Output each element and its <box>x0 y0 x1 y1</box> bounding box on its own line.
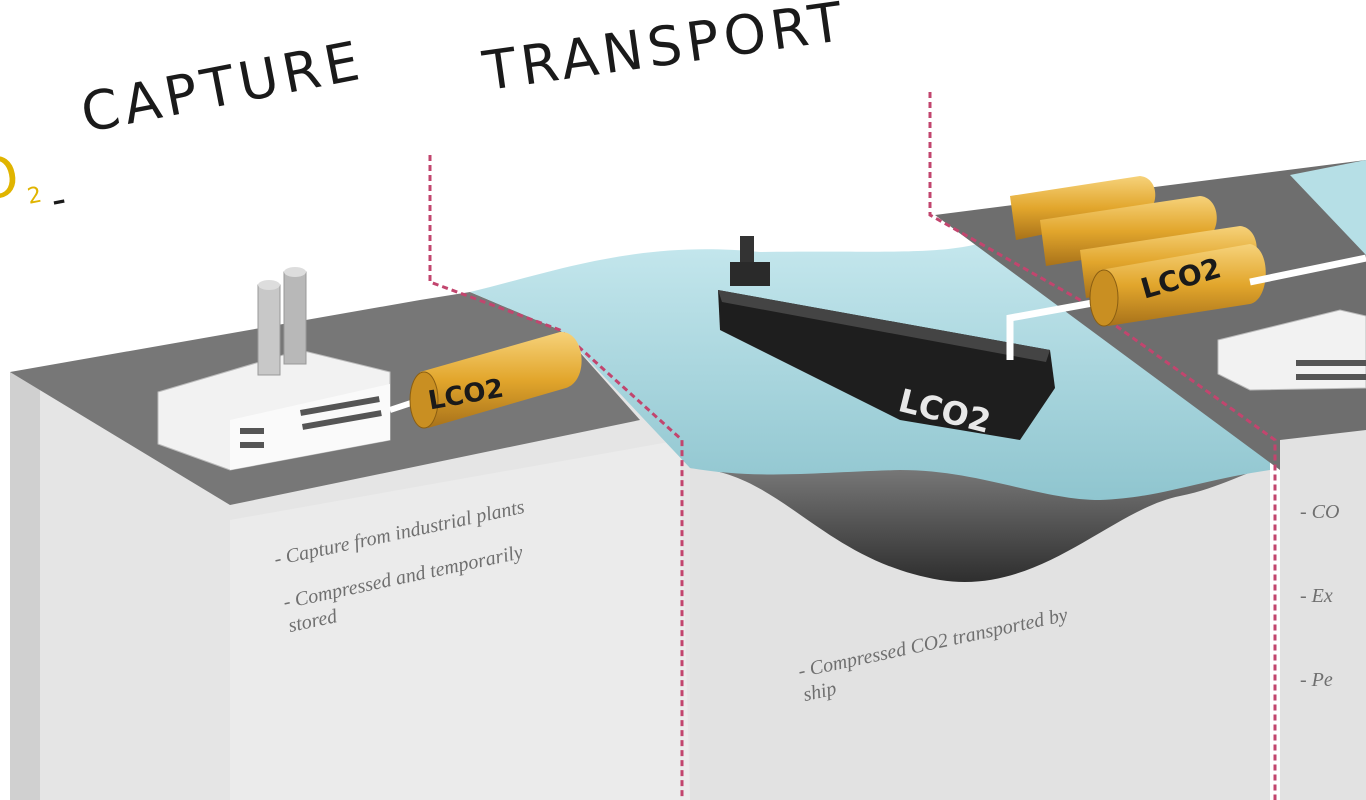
storage-tanks-icon <box>1010 176 1266 327</box>
storage-water <box>1290 160 1366 255</box>
storage-note: - Pe <box>1300 669 1333 691</box>
storage-description: - CO - Ex - Pe <box>1300 500 1366 752</box>
industrial-plant-icon <box>157 267 391 471</box>
capture-block-face-shade <box>230 440 690 800</box>
capture-block-side <box>10 372 40 800</box>
capture-tank-icon <box>409 331 582 429</box>
divider-transport-storage <box>928 92 1277 800</box>
divider-capture-transport <box>428 155 684 800</box>
storage-note: - CO <box>1300 501 1340 523</box>
storage-building-icon <box>1217 309 1366 391</box>
co2-letter: O <box>0 141 30 216</box>
pipe-ship-to-storage <box>1006 294 1121 360</box>
ship-icon <box>718 236 1055 440</box>
pipe-storage-right <box>1249 254 1366 286</box>
storage-note: - Ex <box>1300 585 1333 607</box>
storage-block-front <box>1280 430 1366 800</box>
